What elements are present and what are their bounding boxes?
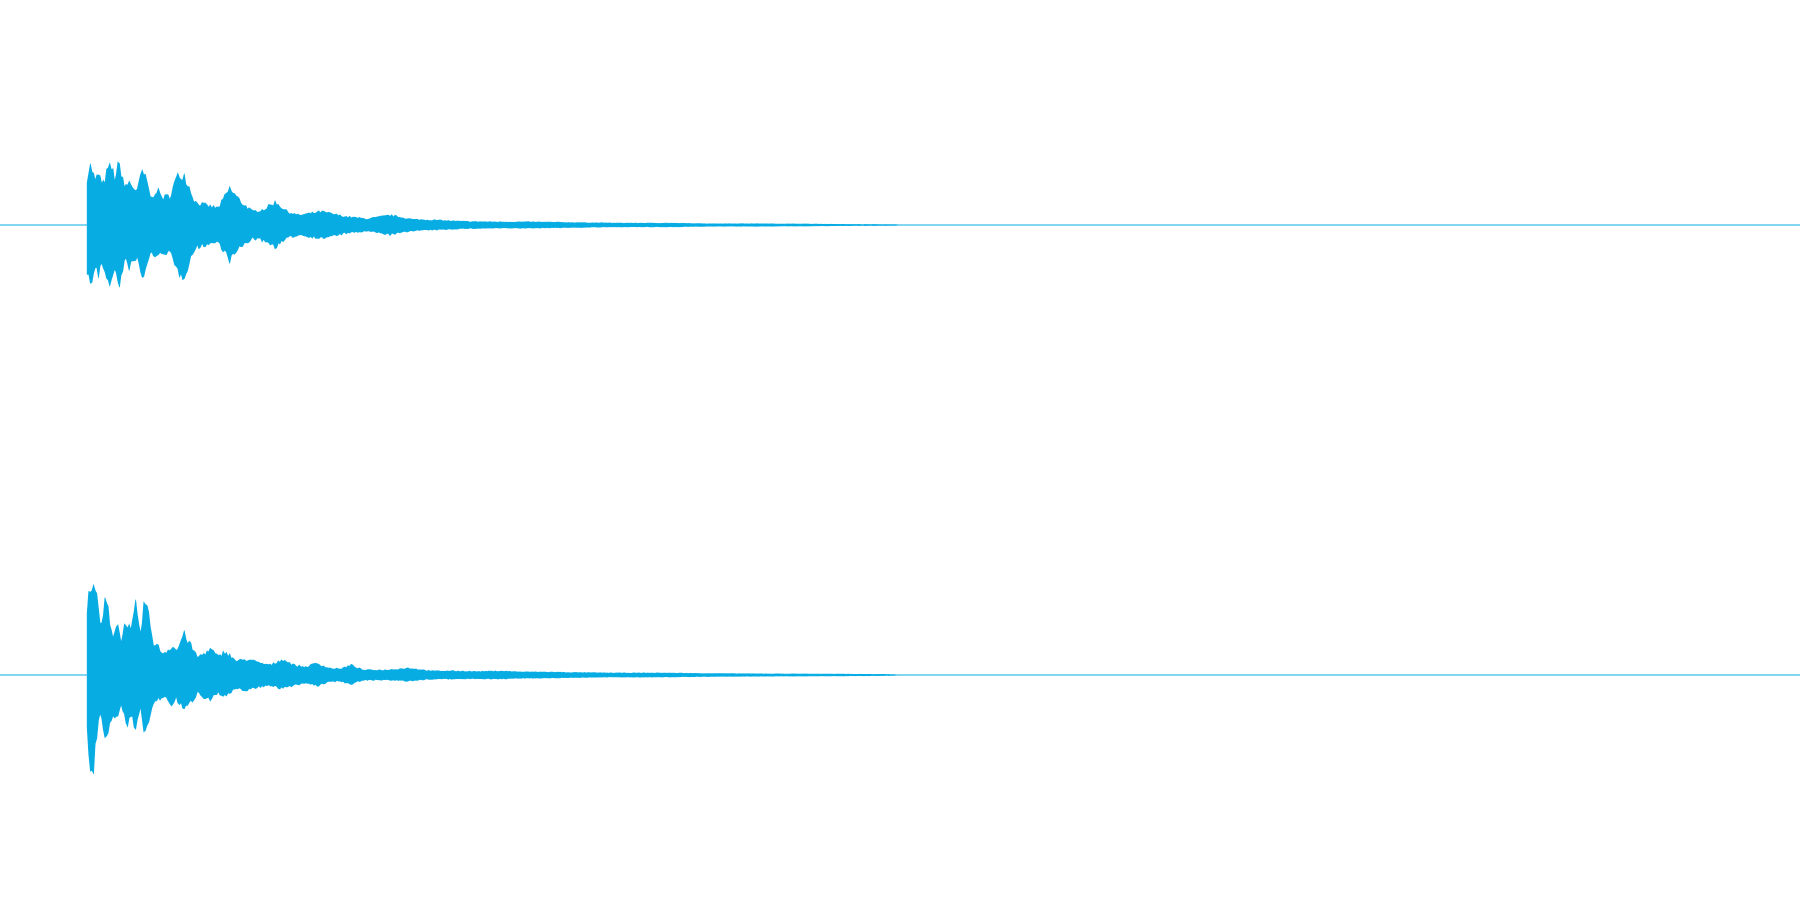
channel-2-tail-blip bbox=[747, 673, 752, 677]
channel-1-envelope bbox=[86, 161, 935, 288]
channel-2-envelope bbox=[86, 583, 935, 775]
channel-2-tail-blip bbox=[720, 673, 724, 677]
channel-2-waveform bbox=[0, 583, 1800, 775]
channel-1-tail-blip bbox=[738, 223, 742, 227]
channel-1-waveform bbox=[0, 161, 1800, 288]
channel-1-tail-blip bbox=[801, 223, 809, 227]
channel-2-detail bbox=[720, 673, 845, 677]
channel-2-tail-blip bbox=[801, 673, 808, 677]
channel-1-detail bbox=[738, 223, 809, 227]
channel-2-tail-blip bbox=[792, 673, 798, 677]
channel-1-tail-blip bbox=[756, 223, 761, 227]
channel-1-tail-blip bbox=[765, 223, 771, 227]
channel-1-tail-blip bbox=[792, 223, 799, 227]
channel-2-tail-blip bbox=[837, 673, 845, 677]
